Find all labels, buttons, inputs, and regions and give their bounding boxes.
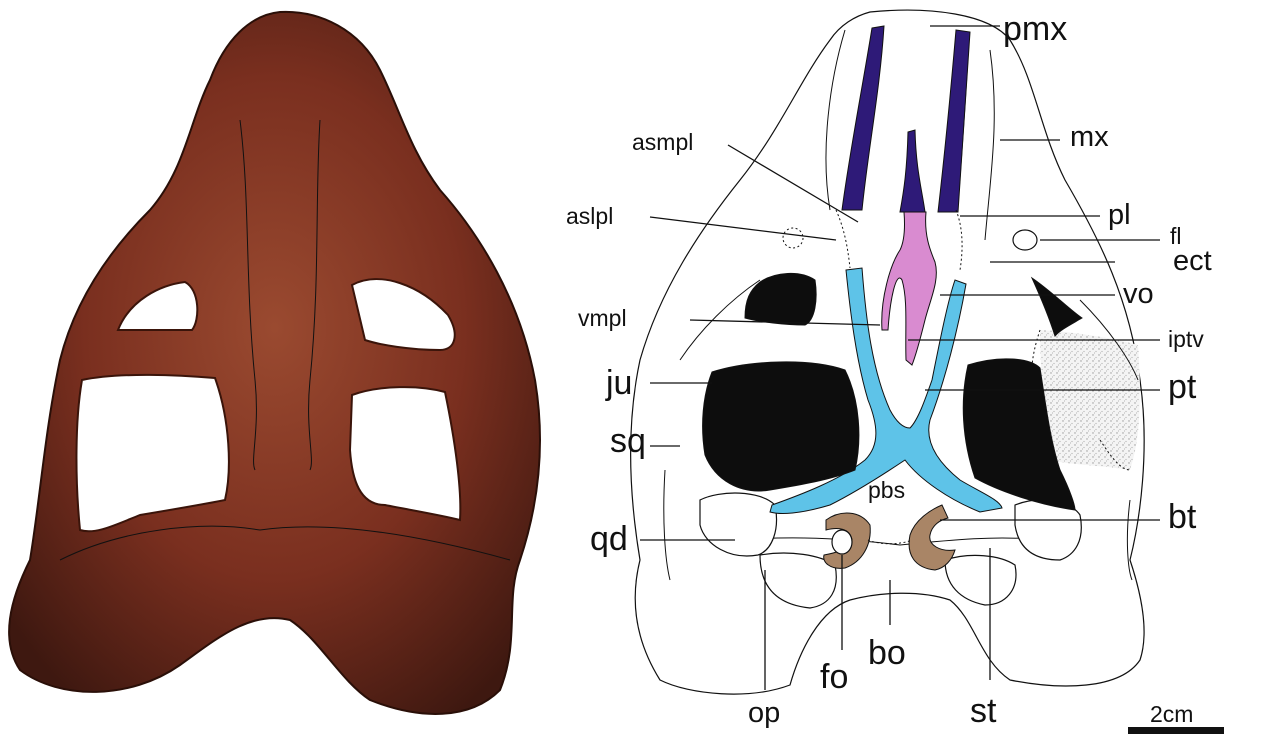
label-vmpl: vmpl <box>578 305 627 331</box>
label-op: op <box>748 697 780 729</box>
label-aslpl: aslpl <box>566 203 613 229</box>
label-qd: qd <box>590 520 628 558</box>
skull-drawing <box>631 10 1160 694</box>
scale-bar-label: 2cm <box>1150 701 1193 727</box>
label-pmx: pmx <box>1003 10 1067 48</box>
subtemporal-fenestra-left <box>703 362 859 491</box>
label-mx: mx <box>1070 121 1109 153</box>
label-iptv: iptv <box>1168 326 1204 352</box>
label-bt: bt <box>1168 498 1197 536</box>
label-vo: vo <box>1123 278 1154 310</box>
skull-photo-bone <box>9 12 540 714</box>
stippled-area <box>1040 330 1140 470</box>
label-ect: ect <box>1173 245 1212 277</box>
scale-bar-line <box>1128 727 1224 734</box>
fossil-skull-photo <box>9 12 540 714</box>
foramen-ovale-left <box>832 530 852 554</box>
label-pt: pt <box>1168 368 1197 406</box>
label-bo: bo <box>868 634 906 672</box>
label-pbs: pbs <box>868 477 905 503</box>
foramen-lacerum-right <box>1013 230 1037 250</box>
label-fo: fo <box>820 658 848 696</box>
label-st: st <box>970 692 997 730</box>
label-ju: ju <box>605 364 632 402</box>
label-pl: pl <box>1108 199 1131 231</box>
label-sq: sq <box>610 422 646 460</box>
scale-bar: 2cm <box>1128 701 1224 734</box>
label-asmpl: asmpl <box>632 129 693 155</box>
